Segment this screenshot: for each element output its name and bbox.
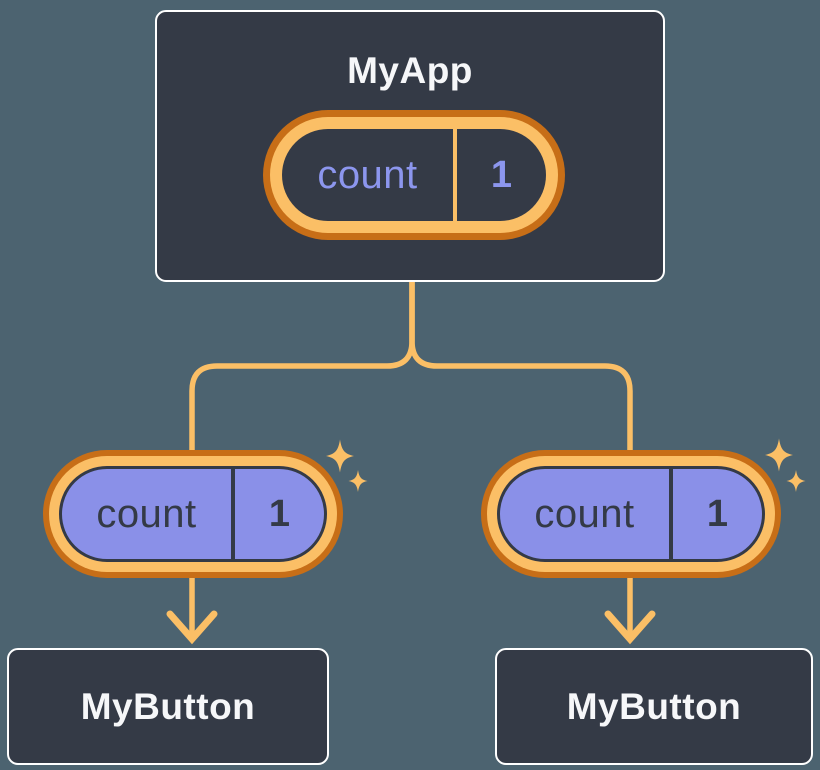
prop-pill-body: count 1 <box>497 466 765 562</box>
prop-value-label: 1 <box>706 492 729 535</box>
prop-name-cell: count <box>62 469 231 559</box>
prop-value-cell: 1 <box>235 469 324 559</box>
state-pill-body: count 1 <box>282 129 546 221</box>
prop-pill-ring: count 1 <box>49 456 337 572</box>
prop-name-label: count <box>534 491 635 536</box>
state-name-cell: count <box>282 129 453 221</box>
prop-pill-ring: count 1 <box>487 456 775 572</box>
connector-right-branch <box>409 279 633 639</box>
arrow-down-icon <box>166 610 218 645</box>
pill-divider <box>669 469 673 559</box>
pill-divider <box>231 469 235 559</box>
state-pill-ring: count 1 <box>270 117 558 233</box>
sparkle-icon <box>786 470 806 492</box>
prop-name-label: count <box>96 491 197 536</box>
state-name-label: count <box>317 152 418 197</box>
prop-value-label: 1 <box>268 492 291 535</box>
node-mybutton-right: MyButton <box>495 648 813 765</box>
sparkle-icon <box>765 438 793 472</box>
prop-value-cell: 1 <box>673 469 762 559</box>
sparkle-icon <box>326 439 354 473</box>
prop-pill-body: count 1 <box>59 466 327 562</box>
state-pill: count 1 <box>263 110 565 240</box>
state-value-label: 1 <box>490 153 513 196</box>
prop-name-cell: count <box>500 469 669 559</box>
prop-pill-right: count 1 <box>481 450 781 578</box>
node-mybutton-left: MyButton <box>7 648 329 765</box>
node-myapp: MyApp count 1 <box>155 10 665 282</box>
node-title: MyButton <box>80 686 256 727</box>
arrow-down-icon <box>604 610 656 645</box>
node-title: MyButton <box>566 686 742 727</box>
state-value-cell: 1 <box>457 129 546 221</box>
node-title: MyApp <box>347 50 473 91</box>
pill-divider <box>453 129 457 221</box>
sparkle-icon <box>348 470 368 492</box>
prop-pill-left: count 1 <box>43 450 343 578</box>
